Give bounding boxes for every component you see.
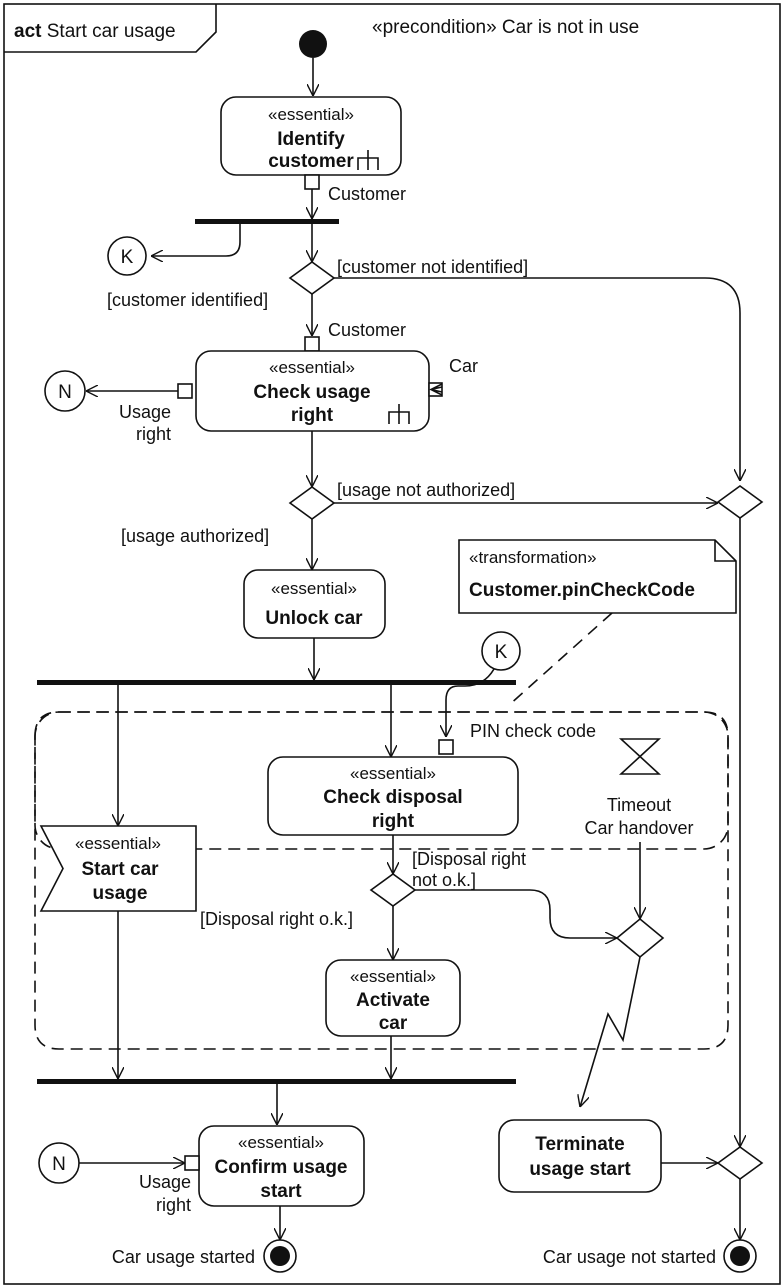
decision-disposal-right bbox=[369, 873, 417, 907]
timeout-label-1: Timeout bbox=[607, 795, 671, 815]
pin-customer-in bbox=[304, 336, 320, 352]
final-label-started: Car usage started bbox=[112, 1247, 255, 1267]
confirm-usage-start-line1: Confirm usage bbox=[214, 1157, 347, 1178]
start-car-usage-line2: usage bbox=[93, 883, 148, 904]
note-anchor bbox=[507, 612, 613, 707]
check-usage-right-stereotype: «essential» bbox=[269, 358, 355, 377]
unlock-car-label: Unlock car bbox=[265, 608, 363, 629]
action-activate-car bbox=[325, 959, 461, 1037]
decision-customer-identified bbox=[288, 261, 336, 295]
rake-icon bbox=[357, 150, 379, 170]
pin-usage-right-bottom-label-2: right bbox=[156, 1195, 191, 1215]
terminate-usage-start-line1: Terminate bbox=[535, 1134, 624, 1155]
join-bar bbox=[37, 1079, 516, 1084]
pin-pin-check-code bbox=[438, 739, 454, 755]
action-terminate-usage-start bbox=[498, 1119, 662, 1193]
pin-usage-right-label-2: right bbox=[136, 424, 171, 444]
pin-customer-out-label: Customer bbox=[328, 184, 406, 204]
identify-customer-line1: Identify bbox=[277, 129, 345, 150]
connector-n-bottom-label: N bbox=[52, 1154, 66, 1175]
merge-right-upper bbox=[716, 485, 764, 519]
rake-icon bbox=[388, 404, 410, 424]
guard-disposal-not-ok-1: [Disposal right bbox=[412, 849, 526, 869]
start-car-usage-line1: Start car bbox=[81, 859, 159, 880]
initial-node bbox=[299, 30, 327, 58]
final-label-not-started: Car usage not started bbox=[543, 1247, 716, 1267]
check-disposal-right-stereotype: «essential» bbox=[350, 764, 436, 783]
guard-customer-not-identified: [customer not identified] bbox=[337, 257, 528, 277]
guard-usage-not-authorized: [usage not authorized] bbox=[337, 480, 515, 500]
pin-check-code-label: PIN check code bbox=[470, 721, 596, 741]
pin-usage-right bbox=[177, 383, 193, 399]
merge-right-lower bbox=[716, 1146, 764, 1180]
connector-n-top-label: N bbox=[58, 382, 72, 403]
check-disposal-right-line1: Check disposal bbox=[323, 787, 462, 808]
guard-customer-identified: [customer identified] bbox=[107, 290, 268, 310]
activate-car-line1: Activate bbox=[356, 990, 430, 1011]
pin-usage-right-bottom-label-1: Usage bbox=[139, 1172, 191, 1192]
pin-car-label: Car bbox=[449, 356, 478, 376]
note-text: Customer.pinCheckCode bbox=[469, 580, 695, 601]
note-stereotype: «transformation» bbox=[469, 548, 597, 567]
guard-disposal-not-ok-2: not o.k.] bbox=[412, 870, 476, 890]
frame-title: act Start car usage bbox=[14, 21, 176, 42]
interruptible-region-outline bbox=[34, 711, 729, 1050]
activate-car-stereotype: «essential» bbox=[350, 967, 436, 986]
precondition-label: «precondition» Car is not in use bbox=[372, 17, 639, 38]
multi-object-icon bbox=[429, 383, 443, 396]
timeout-label-2: Car handover bbox=[584, 818, 693, 838]
confirm-usage-start-stereotype: «essential» bbox=[238, 1133, 324, 1152]
interrupting-edge bbox=[580, 956, 641, 1107]
pin-customer-out bbox=[304, 174, 320, 190]
check-usage-right-line2: right bbox=[291, 405, 334, 426]
fork-bar-2 bbox=[37, 680, 516, 685]
check-disposal-right-line2: right bbox=[372, 811, 415, 832]
activity-frame bbox=[3, 3, 781, 1285]
activate-car-line2: car bbox=[379, 1013, 408, 1034]
connector-k-left bbox=[107, 236, 147, 276]
fork-bar-1 bbox=[195, 219, 339, 224]
unlock-car-stereotype: «essential» bbox=[271, 579, 357, 598]
connector-k-right bbox=[481, 631, 521, 671]
connector-n-top bbox=[44, 370, 86, 412]
identify-customer-stereotype: «essential» bbox=[268, 105, 354, 124]
frame-tab bbox=[4, 4, 217, 53]
pin-usage-right-label-1: Usage bbox=[119, 402, 171, 422]
check-usage-right-line1: Check usage bbox=[253, 382, 370, 403]
transformation-note bbox=[458, 539, 737, 614]
pin-customer-in-label: Customer bbox=[328, 320, 406, 340]
identify-customer-line2: customer bbox=[268, 151, 354, 172]
terminate-usage-start-line2: usage start bbox=[529, 1159, 631, 1180]
confirm-usage-start-line2: start bbox=[260, 1181, 302, 1202]
merge-middle bbox=[615, 917, 665, 959]
pin-usage-right-bottom bbox=[184, 1155, 200, 1171]
guard-usage-authorized: [usage authorized] bbox=[121, 526, 269, 546]
guard-disposal-ok: [Disposal right o.k.] bbox=[200, 909, 353, 929]
connector-k-left-label: K bbox=[121, 247, 134, 268]
connector-k-right-label: K bbox=[495, 642, 508, 663]
hourglass-icon bbox=[618, 738, 662, 775]
start-car-usage-stereotype: «essential» bbox=[75, 834, 161, 853]
decision-usage-authorized bbox=[288, 486, 336, 520]
